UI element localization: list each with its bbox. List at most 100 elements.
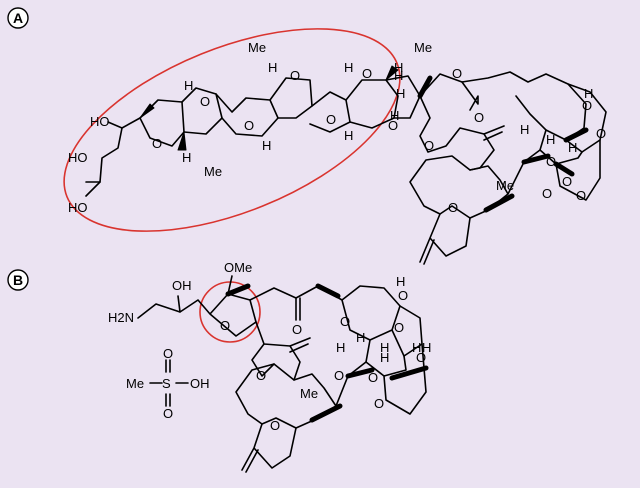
- oxygen-label: O: [244, 118, 254, 133]
- sulfonyl-oxygen-label: O: [163, 406, 173, 421]
- oxygen-label: O: [256, 368, 266, 383]
- ring-bond: [409, 149, 541, 219]
- ring-bond: [419, 71, 587, 141]
- oxygen-label: O: [200, 94, 210, 109]
- hydrogen-label: H: [394, 68, 403, 83]
- bold-bond: [389, 365, 429, 381]
- oxygen-label: O: [448, 200, 458, 215]
- hydrogen-label: H: [394, 60, 403, 75]
- exo-methylene: [419, 125, 505, 265]
- hydrogen-label: H: [396, 274, 405, 289]
- bold-bond: [417, 75, 433, 99]
- methyl-label: Me: [300, 386, 318, 401]
- hydrogen-label: H: [422, 340, 431, 355]
- hydrogen-label: H: [390, 108, 399, 123]
- oxygen-label: O: [452, 66, 462, 81]
- side-chain: [85, 121, 123, 183]
- oxygen-label: O: [290, 68, 300, 83]
- oxygen-label: O: [220, 318, 230, 333]
- side-chain: [177, 275, 233, 313]
- panel-b: B Me S OH O O OMe OH H2N: [7, 260, 431, 473]
- bold-bond: [225, 283, 251, 297]
- exo-methylene: [241, 337, 311, 473]
- oxygen-label: O: [424, 138, 434, 153]
- oxygen-label: O: [152, 136, 162, 151]
- hydrogen-label: H: [380, 340, 389, 355]
- oxygen-label: O: [562, 174, 572, 189]
- sulfonyl-bonds: [149, 359, 189, 407]
- oxygen-label: O: [362, 66, 372, 81]
- panel-a-label: A: [13, 10, 23, 26]
- panel-b-badge: [7, 269, 29, 291]
- methyl-label: Me: [496, 178, 514, 193]
- panel-a-atom-labels: Me Me Me O O O O O O O O O O O O O O O O…: [68, 40, 606, 215]
- side-chain: [85, 117, 141, 197]
- hydroxyl-label: HO: [68, 150, 88, 165]
- hydrogen-label: H: [584, 86, 593, 101]
- wedge-bond: [177, 131, 187, 151]
- oxygen-label: O: [340, 314, 350, 329]
- hydrogen-label: H: [396, 86, 405, 101]
- hydrogen-label: H: [356, 330, 365, 345]
- ring-bond: [461, 81, 479, 111]
- bold-bond: [315, 283, 341, 299]
- hydrogen-label: H: [336, 340, 345, 355]
- ring-bond: [251, 321, 301, 381]
- hydrogen-label: H: [520, 122, 529, 137]
- hydrogen-label: H: [182, 150, 191, 165]
- side-chain: [137, 293, 257, 337]
- mesyl-methyl-label: Me: [126, 376, 144, 391]
- panel-a: A Me Me Me O O: [7, 7, 607, 265]
- oxygen-label: O: [416, 350, 426, 365]
- wedge-bond: [385, 65, 399, 81]
- oxygen-label: O: [474, 110, 484, 125]
- hydrogen-label: H: [568, 140, 577, 155]
- ring-bond: [249, 285, 401, 341]
- bold-bond: [521, 153, 551, 165]
- hydroxyl-label: OH: [172, 278, 192, 293]
- methyl-label: Me: [414, 40, 432, 55]
- wedge-bond: [139, 103, 155, 119]
- bold-bond: [563, 127, 589, 143]
- oxygen-label: O: [582, 98, 592, 113]
- methoxy-label: OMe: [224, 260, 252, 275]
- oxygen-label: O: [596, 126, 606, 141]
- oxygen-label: O: [398, 288, 408, 303]
- ring-bond: [309, 91, 351, 133]
- hydrogen-label: H: [344, 60, 353, 75]
- bold-bond: [553, 161, 575, 177]
- hydrogen-label: H: [546, 132, 555, 147]
- hydrogen-label: H: [268, 60, 277, 75]
- oxygen-label: O: [270, 418, 280, 433]
- oxygen-label: O: [334, 368, 344, 383]
- panel-a-badge: [7, 7, 29, 29]
- oxygen-label: O: [374, 396, 384, 411]
- bold-bond: [345, 367, 375, 379]
- hydrogen-label: H: [380, 350, 389, 365]
- ring-bond: [345, 79, 399, 129]
- ketone-oxygen-label: O: [292, 322, 302, 337]
- bold-bond: [309, 403, 343, 423]
- hydrogen-label: H: [184, 78, 193, 93]
- oxygen-label: O: [388, 118, 398, 133]
- sulfonyl-oxygen-label: O: [163, 346, 173, 361]
- oxygen-label: O: [368, 370, 378, 385]
- ring-bond: [269, 77, 313, 119]
- panel-a-highlight-ellipse: [63, 28, 401, 232]
- ring-bond: [565, 83, 607, 153]
- ring-bond: [181, 93, 279, 137]
- oxygen-label: O: [542, 186, 552, 201]
- amine-label: H2N: [108, 310, 134, 325]
- ketone: [295, 297, 301, 321]
- oxygen-label: O: [326, 112, 336, 127]
- oxygen-label: O: [576, 188, 586, 203]
- panel-b-atom-labels: OMe OH H2N O O O O O O O O O O O H H H H…: [108, 260, 431, 433]
- panel-b-label: B: [13, 272, 23, 288]
- bold-bond: [483, 193, 515, 213]
- methyl-label: Me: [204, 164, 222, 179]
- hydrogen-label: H: [262, 138, 271, 153]
- ring-bond: [419, 95, 495, 171]
- sulfonic-hydroxyl-label: OH: [190, 376, 210, 391]
- hydrogen-label: H: [344, 128, 353, 143]
